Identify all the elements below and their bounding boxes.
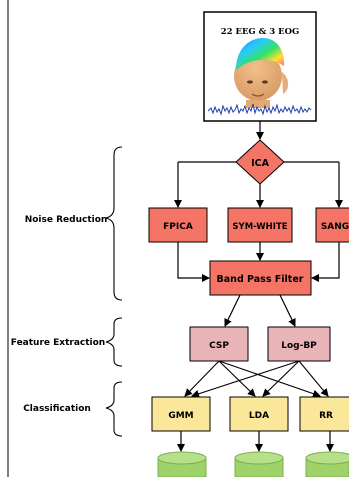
feature-extraction-brace	[105, 317, 123, 367]
database-icon	[305, 451, 349, 478]
ica-label: ICA	[251, 158, 270, 169]
arrow-bandpass-to-logbp	[279, 294, 296, 327]
noise-reduction-brace	[105, 146, 123, 301]
arrow-logbp-to-gmm	[191, 360, 300, 398]
bandpass-box	[209, 260, 312, 296]
sang-label: SANG	[321, 222, 349, 232]
arrow-bandpass-to-csp	[224, 294, 241, 327]
arrow-sang-to-bandpass	[311, 242, 340, 282]
lda-box	[229, 396, 289, 432]
feature-extraction-label: Feature Extraction	[11, 338, 105, 348]
csp-box	[189, 326, 249, 362]
arrow-csp-to-rr	[218, 360, 321, 398]
classification-brace	[105, 381, 123, 437]
eeg-head-icon	[234, 38, 289, 108]
bandpass-label: Band Pass Filter	[217, 274, 304, 285]
symwhite-label: SYM-WHITE	[232, 222, 287, 232]
fpica-box	[148, 207, 208, 243]
lda-label: LDA	[249, 411, 269, 421]
database-icon	[234, 451, 284, 478]
arrow-logbp-to-lda	[262, 360, 300, 397]
logbp-box	[267, 326, 331, 362]
csp-label: CSP	[209, 341, 229, 351]
arrow-csp-to-gmm	[184, 360, 220, 397]
eeg-title: 22 EEG & 3 EOG	[221, 27, 300, 37]
arrow-fpica-to-bandpass	[177, 242, 210, 282]
gmm-box	[151, 396, 211, 432]
symwhite-box	[227, 207, 293, 243]
eeg-signal-icon	[207, 103, 312, 116]
gmm-label: GMM	[168, 411, 193, 421]
database-icon	[157, 451, 207, 478]
rr-box	[299, 396, 349, 432]
arrow-csp-to-lda	[218, 360, 256, 397]
fpica-label: FPICA	[163, 222, 193, 232]
rr-label: RR	[319, 411, 333, 421]
noise-reduction-label: Noise Reduction	[25, 215, 108, 225]
logbp-label: Log-BP	[281, 341, 317, 351]
arrow-logbp-to-rr	[298, 360, 329, 397]
classification-label: Classification	[23, 404, 91, 414]
